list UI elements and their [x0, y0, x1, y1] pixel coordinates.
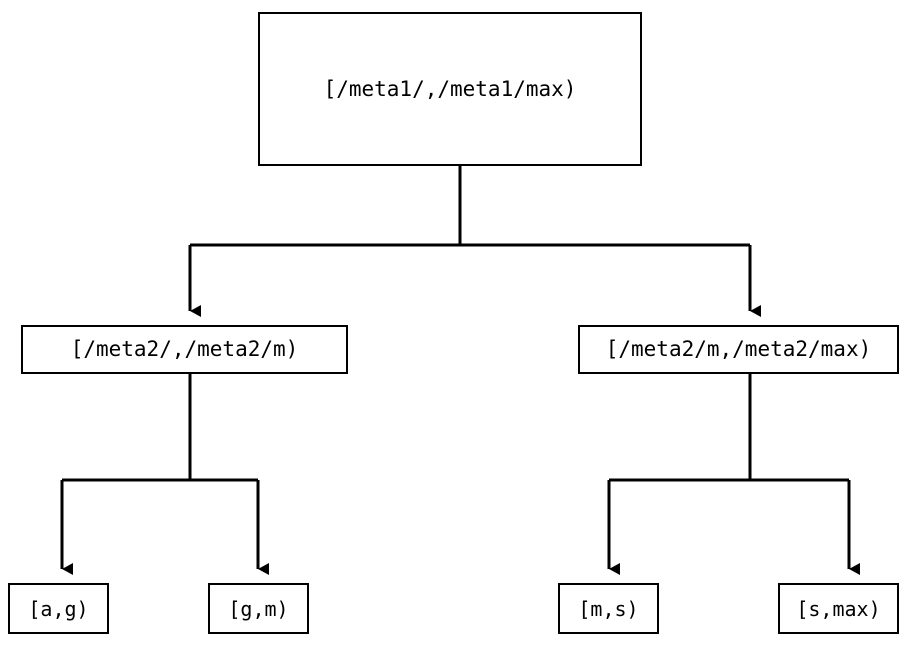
node-root-label: [/meta1/,/meta1/max) — [323, 76, 577, 101]
node-leaf-2[interactable]: [m,s) — [558, 583, 659, 634]
node-leaf-2-label: [m,s) — [578, 596, 639, 621]
node-leaf-0[interactable]: [a,g) — [8, 583, 109, 634]
node-leaf-3[interactable]: [s,max) — [778, 583, 899, 634]
node-mid-left-label: [/meta2/,/meta2/m) — [70, 337, 299, 361]
node-root[interactable]: [/meta1/,/meta1/max) — [258, 12, 642, 166]
node-mid-right[interactable]: [/meta2/m,/meta2/max) — [578, 325, 899, 374]
node-leaf-3-label: [s,max) — [796, 596, 881, 621]
node-mid-left[interactable]: [/meta2/,/meta2/m) — [21, 325, 348, 374]
node-mid-right-label: [/meta2/m,/meta2/max) — [605, 337, 872, 361]
node-leaf-1[interactable]: [g,m) — [208, 583, 309, 634]
node-leaf-0-label: [a,g) — [28, 596, 89, 621]
node-leaf-1-label: [g,m) — [228, 596, 289, 621]
